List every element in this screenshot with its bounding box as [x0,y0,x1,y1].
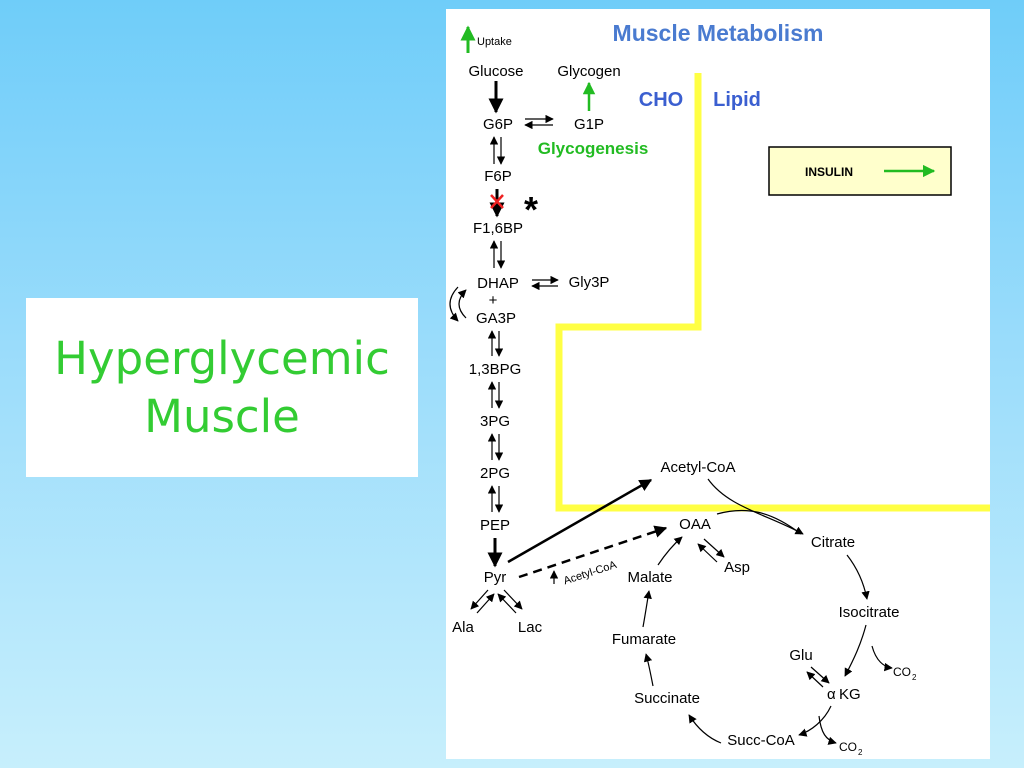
metabolite-glycogen: Glycogen [557,63,620,80]
arrow-akg-glu [806,671,824,688]
metabolite-dhap: DHAP [477,275,519,292]
metabolite-lac: Lac [518,619,543,636]
arrow-acetyl-coa-citrate [707,478,804,535]
arrow-ga3p-dhap [457,289,467,319]
slide-title-line-1: Hyperglycemic [54,331,390,385]
slide-title-box: Hyperglycemic Muscle [26,298,418,477]
metabolite-acetyl-coa: Acetyl-CoA [660,459,735,476]
metabolite-2pg: 2PG [480,465,510,482]
block-asterisk: * [524,189,538,230]
arrow-citrate-isocitrate [846,554,870,600]
metabolite-g1p: G1P [574,116,604,133]
metabolite-pyr: Pyr [484,569,507,586]
acetyl-coa-inhibitor-label: Acetyl-CoA [562,559,619,588]
arrow-lac-pyr [497,593,517,614]
metabolite-citrate: Citrate [811,534,855,551]
metabolite-pep: PEP [480,517,510,534]
arrow-succinate-fumarate [643,653,654,687]
slide-title-line-2: Muscle [144,389,300,443]
metabolism-diagram-panel: Muscle Metabolism Uptake CHO Lipid INSUL… [446,9,990,759]
uptake-legend-label: Uptake [477,36,512,48]
co2-subscript-2: 2 [858,748,863,757]
arrow-pyr-acetyl-coa [507,478,653,564]
metabolite-glucose: Glucose [468,63,523,80]
metabolite-alpha-symbol: α [827,686,836,703]
metabolite-oaa: OAA [679,516,711,533]
metabolite-f6p: F6P [484,168,512,185]
region-label-cho: CHO [639,89,683,111]
arrow-pyr-ala [470,589,489,610]
metabolite-ga3p: GA3P [476,310,516,327]
arrow-isocitrate-akg [844,624,867,677]
metabolite-malate: Malate [627,569,672,586]
metabolite-glu: Glu [789,647,812,664]
block-mark-icon-2 [490,194,504,209]
glycogenesis-label: Glycogenesis [538,139,649,158]
arrow-fumarate-malate [642,590,652,628]
co2-label-1: CO [893,665,911,679]
metabolite-succinate: Succinate [634,690,700,707]
arrow-oaa-asp [703,538,725,558]
arrow-asp-oaa [697,543,718,563]
metabolite-succ-coa: Succ-CoA [727,732,795,749]
metabolite-3pg: 3PG [480,413,510,430]
arrow-co2-release-2 [818,715,837,745]
metabolite-fumarate: Fumarate [612,631,676,648]
co2-subscript-1: 2 [912,673,917,682]
metabolite-gly3p: Gly3P [569,274,610,291]
metabolite-plus: + [489,292,498,309]
arrow-glu-akg [810,666,830,684]
arrow-oaa-citrate [716,509,802,535]
arrow-akg-succ-coa [798,705,832,737]
arrow-succ-coa-succinate [688,714,722,744]
insulin-label: INSULIN [805,165,853,179]
metabolite-1-3-bpg: 1,3BPG [469,361,522,378]
metabolism-diagram: Muscle Metabolism Uptake CHO Lipid INSUL… [449,20,990,757]
arrow-pyr-lac [503,589,523,610]
arrow-co2-release-1 [871,645,893,672]
diagram-title: Muscle Metabolism [613,20,824,46]
cho-lipid-boundary [555,73,990,512]
metabolite-f16bp: F1,6BP [473,220,523,237]
metabolite-ala: Ala [452,619,474,636]
co2-label-2: CO [839,740,857,754]
arrow-malate-oaa [657,536,683,566]
metabolite-isocitrate: Isocitrate [839,604,900,621]
metabolite-akg: KG [839,686,861,703]
metabolite-asp: Asp [724,559,750,576]
arrow-dhap-ga3p [449,286,459,322]
arrow-ala-pyr [476,593,495,614]
arrow-pyr-oaa-dashed [518,525,668,579]
region-label-lipid: Lipid [713,89,761,111]
metabolite-g6p: G6P [483,116,513,133]
